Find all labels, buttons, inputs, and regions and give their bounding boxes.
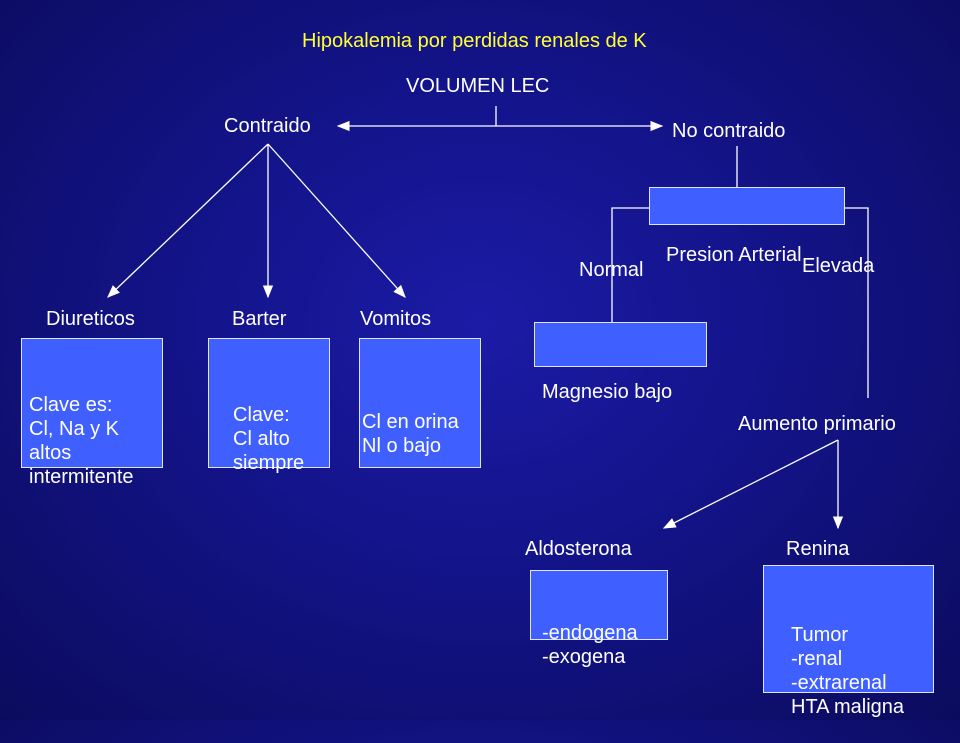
box-aldosterona-text: -endogena -exogena xyxy=(542,622,638,668)
root-node-volumen-lec: VOLUMEN LEC xyxy=(406,75,550,97)
arrow-to-diureticos xyxy=(107,143,269,298)
box-presion-arterial: Presion Arterial xyxy=(649,187,845,266)
node-contraido: Contraido xyxy=(224,115,311,137)
box-presion-arterial-text: Presion Arterial xyxy=(666,244,802,266)
box-renina-text: Tumor -renal -extrarenal HTA maligna xyxy=(791,624,905,718)
box-vomitos: Cl en orina Nl o bajo xyxy=(359,338,481,468)
label-barter: Barter xyxy=(232,308,287,330)
elevada-branch-line xyxy=(845,207,869,398)
label-diureticos: Diureticos xyxy=(46,308,135,330)
label-elevada: Elevada xyxy=(802,255,875,277)
box-barter-text: Clave: Cl alto siempre xyxy=(233,404,305,474)
box-magnesio-bajo-text: Magnesio bajo xyxy=(542,381,673,403)
box-barter: Clave: Cl alto siempre xyxy=(208,338,330,474)
box-renina: Tumor -renal -extrarenal HTA maligna xyxy=(763,565,934,718)
arrow-to-aldosterona xyxy=(662,439,839,529)
normal-branch-line xyxy=(611,207,649,322)
label-vomitos: Vomitos xyxy=(360,308,432,330)
label-renina: Renina xyxy=(786,538,850,560)
label-aldosterona: Aldosterona xyxy=(525,538,632,560)
box-diureticos: Clave es: Cl, Na y K altos intermitente xyxy=(21,338,163,488)
diagram-connectors xyxy=(107,120,869,530)
label-normal: Normal xyxy=(579,259,644,281)
box-magnesio-bajo: Magnesio bajo xyxy=(534,322,707,403)
page-title: Hipokalemia por perdidas renales de K xyxy=(302,30,647,52)
arrow-to-vomitos xyxy=(267,143,406,298)
box-aldosterona: -endogena -exogena xyxy=(530,570,668,668)
node-no-contraido: No contraido xyxy=(672,120,786,142)
box-diureticos-text: Clave es: Cl, Na y K altos intermitente xyxy=(29,394,134,488)
box-vomitos-text: Cl en orina Nl o bajo xyxy=(362,411,459,457)
label-aumento-primario: Aumento primario xyxy=(738,413,896,435)
